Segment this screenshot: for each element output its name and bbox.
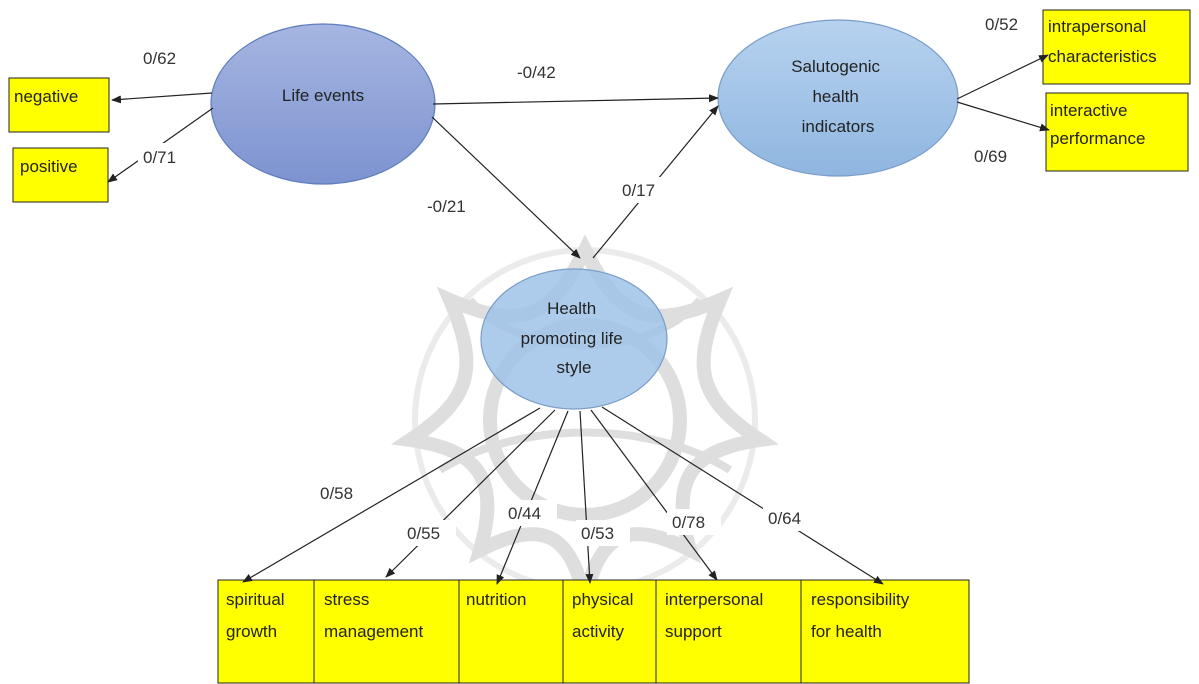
hpls-label: Health promoting life style <box>521 299 628 377</box>
interactive-label: interactive performance <box>1050 101 1145 148</box>
negative-label: negative <box>14 87 78 106</box>
hpls-ellipse <box>480 268 668 410</box>
stress-label: stress management <box>324 590 424 641</box>
coef-life-hpls: -0/21 <box>427 197 466 216</box>
coef-life-salutogenic: -0/42 <box>517 63 556 82</box>
intrapersonal-label: intrapersonal characteristics <box>1048 17 1157 66</box>
positive-label: positive <box>20 157 78 176</box>
arrow-hpls-nutrition <box>496 410 569 585</box>
arrow-hpls-stress <box>385 409 556 578</box>
life-events-label: Life events <box>282 86 364 105</box>
node-salutogenic: Salutogenic health indicators <box>717 19 959 177</box>
arrow-life-hpls <box>431 116 581 259</box>
node-hpls: Health promoting life style <box>480 268 668 410</box>
coef-negative: 0/62 <box>143 49 176 68</box>
coef-intrapersonal: 0/52 <box>985 15 1018 34</box>
box-negative: negative <box>8 77 110 133</box>
box-positive: positive <box>12 147 109 203</box>
node-life-events: Life events <box>210 23 436 185</box>
arrow-hpls-physical <box>579 410 594 584</box>
responsibility-label: responsibility for health <box>811 590 914 641</box>
coef-physical: 0/53 <box>581 524 614 543</box>
box-interactive: interactive performance <box>1045 92 1189 172</box>
nutrition-label: nutrition <box>466 590 526 609</box>
arrow-life-negative <box>111 92 213 104</box>
coef-spiritual: 0/58 <box>320 484 353 503</box>
arrow-life-salutogenic <box>432 94 719 105</box>
arrow-hpls-responsibility <box>601 406 884 585</box>
bottom-indicator-row: spiritual growth stress management nutri… <box>217 579 970 684</box>
box-intrapersonal: intrapersonal characteristics <box>1042 9 1191 85</box>
coef-interactive: 0/69 <box>974 147 1007 166</box>
coef-stress: 0/55 <box>407 524 440 543</box>
spiritual-label: spiritual growth <box>226 590 289 641</box>
physical-label: physical activity <box>572 590 638 641</box>
arrow-salutogenic-intrapersonal <box>956 54 1049 100</box>
interpersonal-label: interpersonal support <box>665 590 768 641</box>
coef-nutrition: 0/44 <box>508 504 541 523</box>
coef-responsibility: 0/64 <box>768 509 801 528</box>
arrow-salutogenic-interactive <box>956 101 1050 132</box>
coef-interpersonal: 0/78 <box>672 513 705 532</box>
arrow-hpls-interpersonal <box>590 409 718 581</box>
arrow-hpls-spiritual <box>242 407 541 583</box>
coef-positive: 0/71 <box>143 148 176 167</box>
coef-hpls-salutogenic: 0/17 <box>622 181 655 200</box>
coefficient-labels: 0/62 0/71 -0/42 -0/21 0/17 0/52 0/69 0/5… <box>138 15 1018 546</box>
salutogenic-label: Salutogenic health indicators <box>791 57 885 136</box>
